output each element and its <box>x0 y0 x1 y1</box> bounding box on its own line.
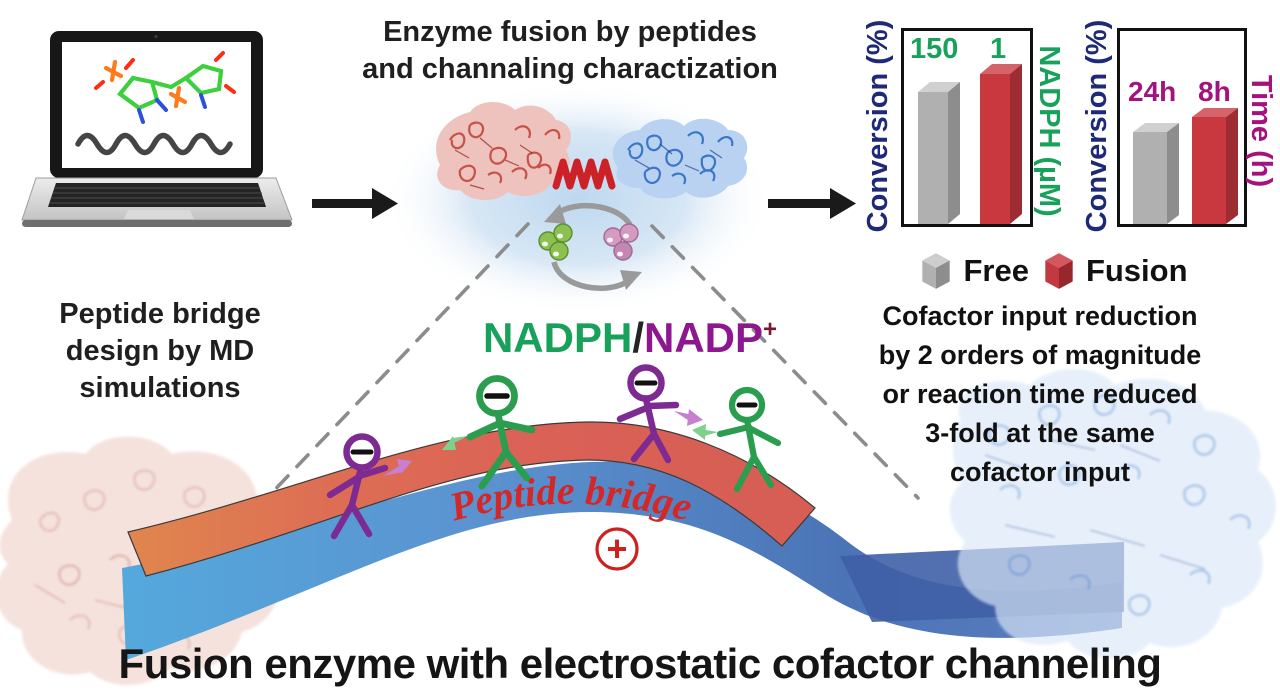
transfer-arrow-right-icon <box>674 409 703 426</box>
bar-fusion <box>980 64 1022 224</box>
bar-free <box>1133 123 1179 224</box>
transfer-arrow-left-icon <box>692 424 718 440</box>
plus-charge-badge: + <box>595 527 639 571</box>
cofactor-cycle-arrows <box>544 202 642 291</box>
right-caption-line: cofactor input <box>950 457 1130 487</box>
bar-annotation-fusion: 1 <box>990 33 1007 65</box>
bar-annotation-free: 150 <box>910 33 959 65</box>
legend: Free Fusion <box>888 249 1218 293</box>
molecule-graphic <box>94 51 236 124</box>
laptop-touchpad <box>124 210 194 219</box>
bars <box>918 64 1022 224</box>
left-caption: Peptide bridge design by MD simulations <box>15 296 305 407</box>
y-axis-label: Conversion (%) <box>1081 19 1113 233</box>
laptop-screen <box>62 42 251 168</box>
right-caption-line: 3-fold at the same <box>925 418 1155 448</box>
right-caption: Cofactor input reduction by 2 orders of … <box>845 297 1235 492</box>
magnify-dash-left <box>264 222 530 501</box>
chart-frame: 24h 8h <box>1117 28 1247 227</box>
bar-annotation-free: 24h <box>1128 76 1177 107</box>
plus-sign: + <box>606 528 627 569</box>
left-caption-line: Peptide bridge <box>59 298 261 330</box>
legend-label-fusion: Fusion <box>1085 253 1188 288</box>
transfer-arrow-right-icon <box>383 459 412 476</box>
fusion-cube-icon <box>1045 253 1073 289</box>
blue-enzyme-blob <box>612 118 748 199</box>
cofactor-figure-green-2 <box>692 386 782 493</box>
chart-frame: 150 1 <box>901 28 1033 227</box>
cofactor-figure-green-1 <box>442 375 536 490</box>
left-caption-line: simulations <box>79 372 241 404</box>
flow-arrow-2 <box>768 188 856 219</box>
right-axis-label: Time (h) <box>1245 74 1277 188</box>
magnify-dashed-lines <box>264 222 920 501</box>
enzyme-glow <box>383 80 773 316</box>
slash-text: / <box>632 314 644 361</box>
center-heading: Enzyme fusion by peptides and channaling… <box>325 14 815 88</box>
legend-label-free: Free <box>963 253 1029 288</box>
bridge-red-band <box>127 421 816 577</box>
free-cube-icon <box>922 253 951 289</box>
right-caption-line: or reaction time reduced <box>882 379 1198 409</box>
legend-item-free: Free <box>918 251 1029 291</box>
nadph-text: NADPH <box>482 314 633 361</box>
bridge-label: Peptide bridge <box>444 468 697 530</box>
bar-free <box>918 82 960 224</box>
nadp-plus-sup: + <box>763 316 778 343</box>
legend-item-fusion: Fusion <box>1041 251 1188 291</box>
bar-fusion <box>1192 108 1238 224</box>
bars <box>1133 108 1238 224</box>
cofactor-figure-purple-1 <box>326 433 412 540</box>
laptop-illustration <box>21 31 293 227</box>
right-caption-line: Cofactor input reduction <box>882 301 1198 331</box>
bar-annotation-fusion: 8h <box>1198 76 1231 107</box>
laptop-keyboard <box>48 183 266 207</box>
red-enzyme-blob <box>436 102 572 201</box>
magnify-dash-right <box>650 224 920 500</box>
flow-arrow-1 <box>312 188 398 219</box>
right-caption-line: by 2 orders of magnitude <box>878 340 1202 370</box>
nadp-molecules <box>603 223 639 261</box>
faint-enzyme-right <box>949 368 1276 659</box>
bottom-title: Fusion enzyme with electrostatic cofacto… <box>118 640 1162 687</box>
cofactor-figure-purple-2 <box>616 364 703 464</box>
nadph-molecules <box>538 223 573 261</box>
nadph-nadp-label: NADPH/NADP+ <box>440 308 820 360</box>
center-heading-line: and channaling charactization <box>362 53 778 85</box>
peptide-linker-helix <box>552 158 616 190</box>
right-axis-label: NADPH (µM) <box>1033 45 1065 217</box>
wave-graphic <box>75 132 233 156</box>
y-axis-label: Conversion (%) <box>862 19 894 233</box>
nadp-text: NADP <box>643 314 763 361</box>
center-heading-line: Enzyme fusion by peptides <box>383 16 757 48</box>
transfer-arrow-left-icon <box>442 436 468 450</box>
left-caption-line: design by MD <box>65 335 255 367</box>
